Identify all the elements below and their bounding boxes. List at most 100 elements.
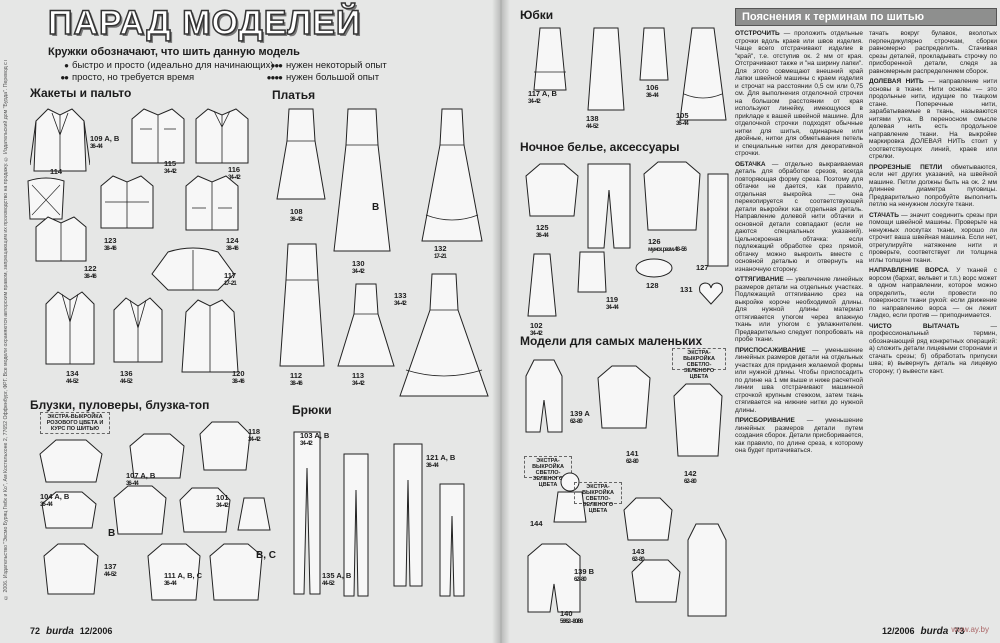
garment-sketch-127[interactable] — [704, 170, 732, 270]
garment-sketch-139a[interactable] — [522, 356, 566, 436]
extra-pattern-note-pink: экстра-выкройка розового цвета и курс по… — [46, 414, 104, 432]
legend-col-1: ●быстро и просто (идеально для начинающи… — [48, 60, 274, 84]
legend-item: ●быстро и просто (идеально для начинающи… — [64, 60, 274, 71]
garment-sketch-108[interactable] — [275, 105, 327, 203]
garment-sketch-139b[interactable] — [524, 540, 584, 616]
garment-sketch-130[interactable] — [330, 105, 394, 255]
garment-sketch-104[interactable] — [38, 488, 100, 532]
section-blouses: Блузки, пуловеры, блузка-топ — [30, 398, 210, 412]
accessory-heart-131[interactable] — [696, 278, 726, 308]
garment-sketch-132[interactable] — [420, 105, 484, 245]
garment-sketch-104b[interactable] — [110, 482, 170, 538]
garment-sketch-112[interactable] — [272, 240, 332, 370]
right-page-footer: 12/2006 burda 73 — [882, 626, 964, 637]
glossary-entry: тачать вокруг булавок, вколотых перпенди… — [869, 30, 997, 75]
garment-sketch-111[interactable] — [144, 540, 204, 604]
garment-sketch-137[interactable] — [40, 540, 102, 598]
garment-sketch-106[interactable] — [634, 24, 674, 84]
garment-sketch-109[interactable] — [30, 105, 90, 175]
garment-sketch-141[interactable] — [594, 362, 654, 432]
garment-sketch-113[interactable] — [336, 280, 396, 370]
garment-sketch-134[interactable] — [40, 288, 100, 368]
page-number: 72 — [30, 626, 41, 636]
garment-sketch-102[interactable] — [524, 250, 560, 320]
extra-pattern-note-blue2: экстра-выкройка светло-зеленого цвета — [582, 484, 614, 514]
glossary-entry: ОТСТРОЧИТЬ — проложить отдельные строчки… — [735, 30, 863, 157]
section-kids: Модели для самых маленьких — [520, 334, 703, 348]
garment-sketch-103[interactable] — [290, 428, 324, 598]
garment-sketch-117[interactable] — [148, 246, 238, 296]
garment-sketch-140-sack[interactable] — [684, 520, 730, 620]
section-dresses: Платья — [272, 88, 316, 102]
garment-sketch-138[interactable] — [584, 24, 628, 114]
garment-sketch-111b[interactable] — [206, 540, 266, 604]
section-trousers: Брюки — [292, 403, 332, 417]
garment-sketch-125b[interactable] — [584, 160, 634, 252]
glossary-entry: ПРИСБОРИВАНИЕ — уменьшение линейных разм… — [735, 417, 863, 454]
garment-sketch-142[interactable] — [670, 380, 726, 460]
extra-pattern-box-blue1 — [672, 348, 726, 370]
garment-sketch-117-skirt[interactable] — [530, 24, 570, 94]
glossary-panel: Пояснения к терминам по шитью ОТСТРОЧИТЬ… — [735, 8, 997, 638]
page-title: ПАРАД МОДЕЛЕЙ — [47, 3, 362, 43]
garment-sketch-115[interactable] — [126, 105, 190, 167]
extra-pattern-box-pink — [40, 412, 110, 434]
glossary-col-2: тачать вокруг булавок, вколотых перпенди… — [869, 30, 997, 458]
left-page: ПАРАД МОДЕЛЕЙ Кружки обозначают, что шит… — [0, 0, 500, 643]
issue-number: 12/2006 — [882, 626, 915, 636]
garment-sketch-118[interactable] — [196, 418, 254, 474]
garment-sketch-143[interactable] — [620, 494, 676, 544]
extra-pattern-note-blue1: экстра-выкройка светло-зеленого цвета — [683, 350, 715, 380]
toy-sketch-144[interactable] — [550, 470, 590, 526]
extra-pattern-box-green — [524, 456, 572, 478]
garment-sketch-122[interactable] — [30, 213, 92, 265]
garment-sketch-121b[interactable] — [436, 480, 468, 600]
garment-sketch-101b[interactable] — [234, 494, 274, 534]
garment-sketch-116[interactable] — [190, 105, 254, 167]
letter-bc-111: B, C — [256, 550, 276, 561]
label-131: 131 — [680, 285, 693, 294]
letter-b-130: B — [372, 202, 380, 213]
glossary-title: Пояснения к терминам по шитью — [735, 8, 997, 26]
garment-sketch-107b[interactable] — [126, 430, 188, 482]
garment-sketch-121[interactable] — [390, 440, 426, 590]
garment-sketch-107[interactable] — [36, 436, 106, 486]
garment-sketch-120[interactable] — [180, 296, 240, 376]
brand-logo: burda — [46, 626, 74, 637]
garment-sketch-124[interactable] — [180, 172, 244, 234]
glossary-entry: ПРИСПОСАЖИВАНИЕ — уменьшение линейных ра… — [735, 346, 863, 414]
garment-sketch-103b[interactable] — [340, 450, 372, 600]
garment-sketch-126[interactable] — [640, 158, 704, 234]
garment-sketch-140[interactable] — [628, 556, 684, 606]
accessory-sketch-128[interactable] — [634, 256, 674, 280]
label-114: 114 — [50, 167, 63, 176]
glossary-entry: ДОЛЕВАЯ НИТЬ — направление нити основы в… — [869, 78, 997, 160]
garment-sketch-105[interactable] — [678, 24, 728, 124]
garment-sketch-101[interactable] — [176, 484, 234, 536]
garment-sketch-133[interactable] — [396, 270, 492, 400]
garment-sketch-119[interactable] — [574, 248, 610, 296]
garment-sketch-125[interactable] — [522, 160, 582, 220]
garment-sketch-123[interactable] — [95, 172, 159, 232]
garment-sketch-114[interactable] — [22, 175, 70, 225]
garment-sketch-136[interactable] — [108, 294, 168, 366]
